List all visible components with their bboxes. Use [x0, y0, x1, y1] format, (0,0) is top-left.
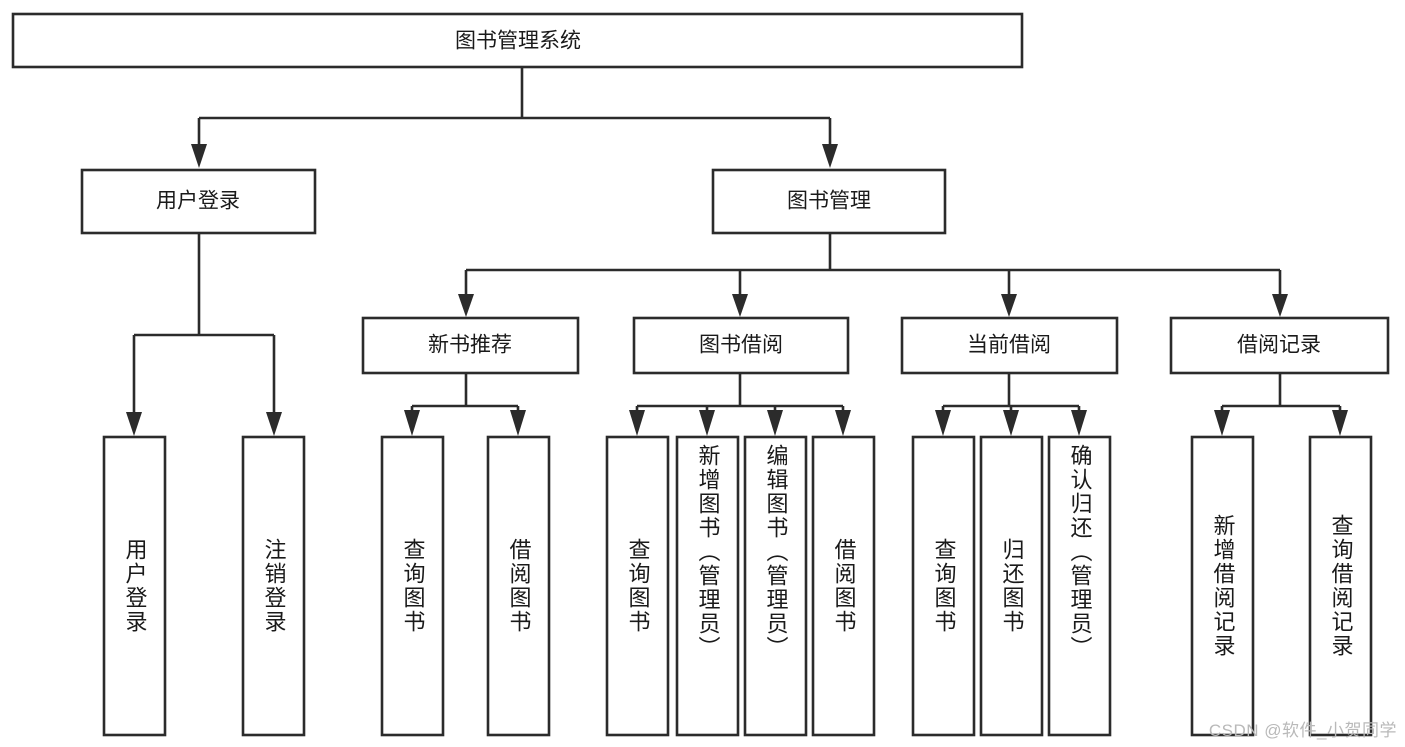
node-book-management-box[interactable]: [711, 168, 947, 235]
leaf-box-new-book-1[interactable]: [380, 435, 445, 737]
arrow-root-to-bookmgmt: [822, 144, 838, 168]
node-current-borrow[interactable]: 当前借阅: [900, 316, 1119, 375]
leaf-box-user-login-1[interactable]: [102, 435, 167, 737]
arrow-record-leaf2: [1332, 410, 1348, 436]
leaf-box-book-borrow-1[interactable]: [605, 435, 670, 737]
arrow-current-leaf1: [935, 410, 951, 436]
node-new-book-recommend[interactable]: 新书推荐: [361, 316, 580, 375]
leaf-box-group: [102, 435, 1373, 737]
node-book-borrow[interactable]: 图书借阅: [632, 316, 850, 375]
node-root[interactable]: 图书管理系统: [11, 12, 1024, 69]
node-root-label: 图书管理系统: [455, 30, 581, 53]
arrow-userlogin-leaf1: [126, 412, 142, 436]
arrow-newbook-leaf1: [404, 410, 420, 436]
node-borrow-record-box[interactable]: [1169, 316, 1390, 375]
node-new-book-recommend-label: 新书推荐: [428, 334, 512, 357]
watermark: CSDN @软件_小贺同学: [1208, 721, 1397, 740]
arrow-root-to-userlogin: [191, 144, 207, 168]
node-user-login-label: 用户登录: [156, 190, 240, 213]
node-book-borrow-label: 图书借阅: [699, 334, 783, 357]
leaf-box-user-login-2[interactable]: [241, 435, 306, 737]
leaf-box-borrow-record-2[interactable]: [1308, 435, 1373, 737]
arrow-bookmgmt-to-borrow: [732, 294, 748, 317]
arrow-bookmgmt-to-current: [1001, 294, 1017, 317]
node-root-box[interactable]: [11, 12, 1024, 69]
arrow-userlogin-leaf2: [266, 412, 282, 436]
arrow-newbook-leaf2: [510, 410, 526, 436]
arrow-borrow-leaf3: [767, 410, 783, 436]
node-book-borrow-box[interactable]: [632, 316, 850, 375]
arrow-current-leaf2: [1003, 410, 1019, 436]
arrow-bookmgmt-to-newbook: [458, 294, 474, 317]
leaf-box-book-borrow-2[interactable]: [675, 435, 740, 737]
node-user-login-box[interactable]: [80, 168, 317, 235]
node-borrow-record[interactable]: 借阅记录: [1169, 316, 1390, 375]
node-book-management[interactable]: 图书管理: [711, 168, 947, 235]
leaf-box-book-borrow-3[interactable]: [743, 435, 808, 737]
node-current-borrow-box[interactable]: [900, 316, 1119, 375]
leaf-box-current-borrow-2[interactable]: [979, 435, 1044, 737]
arrow-bookmgmt-to-record: [1272, 294, 1288, 317]
node-user-login[interactable]: 用户登录: [80, 168, 317, 235]
node-borrow-record-label: 借阅记录: [1237, 334, 1321, 357]
node-book-management-label: 图书管理: [787, 190, 871, 213]
node-current-borrow-label: 当前借阅: [967, 334, 1051, 357]
leaf-box-book-borrow-4[interactable]: [811, 435, 876, 737]
arrow-borrow-leaf2: [699, 410, 715, 436]
arrow-current-leaf3: [1071, 410, 1087, 436]
arrow-borrow-leaf1: [629, 410, 645, 436]
connector-group: [126, 67, 1348, 436]
arrow-borrow-leaf4: [835, 410, 851, 436]
arrow-record-leaf1: [1214, 410, 1230, 436]
leaf-box-current-borrow-1[interactable]: [911, 435, 976, 737]
leaf-box-current-borrow-3[interactable]: [1047, 435, 1112, 737]
leaf-box-borrow-record-1[interactable]: [1190, 435, 1255, 737]
leaf-box-new-book-2[interactable]: [486, 435, 551, 737]
node-new-book-recommend-box[interactable]: [361, 316, 580, 375]
